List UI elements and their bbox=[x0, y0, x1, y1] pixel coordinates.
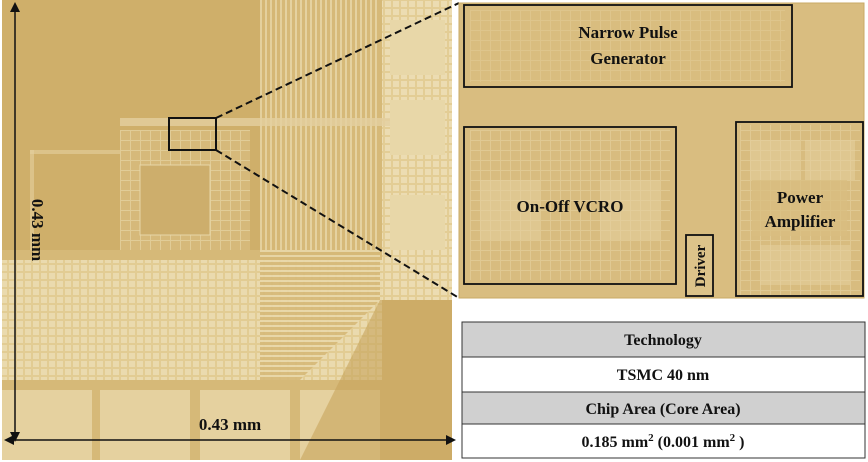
power-amplifier-block bbox=[735, 121, 864, 297]
zoom-line-bottom bbox=[215, 149, 460, 299]
power-amp-label-line2: Amplifier bbox=[765, 212, 836, 231]
die-micrograph bbox=[2, 0, 452, 460]
zoomed-layout bbox=[458, 2, 865, 299]
narrow-pulse-label-line1: Narrow Pulse bbox=[578, 23, 678, 42]
zoom-line-top bbox=[215, 2, 460, 119]
width-dimension-arrow bbox=[4, 435, 456, 445]
driver-label: Driver bbox=[693, 244, 709, 287]
height-label: 0.43 mm bbox=[28, 199, 47, 261]
table-cell-chip-area bbox=[461, 423, 866, 459]
spec-table bbox=[461, 321, 866, 459]
on-off-vcro-block bbox=[463, 126, 677, 285]
narrow-pulse-label-line2: Generator bbox=[590, 49, 666, 68]
driver-block bbox=[685, 234, 714, 297]
vcro-label: On-Off VCRO bbox=[517, 197, 624, 216]
power-amp-label-line1: Power bbox=[777, 188, 824, 207]
height-dimension-arrow bbox=[10, 2, 20, 442]
chip-area-header-text: Chip Area (Core Area) bbox=[585, 401, 740, 418]
technology-header-text: Technology bbox=[624, 332, 702, 349]
zoom-region-box bbox=[168, 117, 217, 151]
width-label: 0.43 mm bbox=[199, 415, 261, 434]
technology-value-text: TSMC 40 nm bbox=[617, 367, 710, 384]
chip-area-value-text: 0.185 mm2 (0.001 mm2 ) bbox=[582, 432, 745, 451]
narrow-pulse-generator-block bbox=[463, 4, 793, 88]
